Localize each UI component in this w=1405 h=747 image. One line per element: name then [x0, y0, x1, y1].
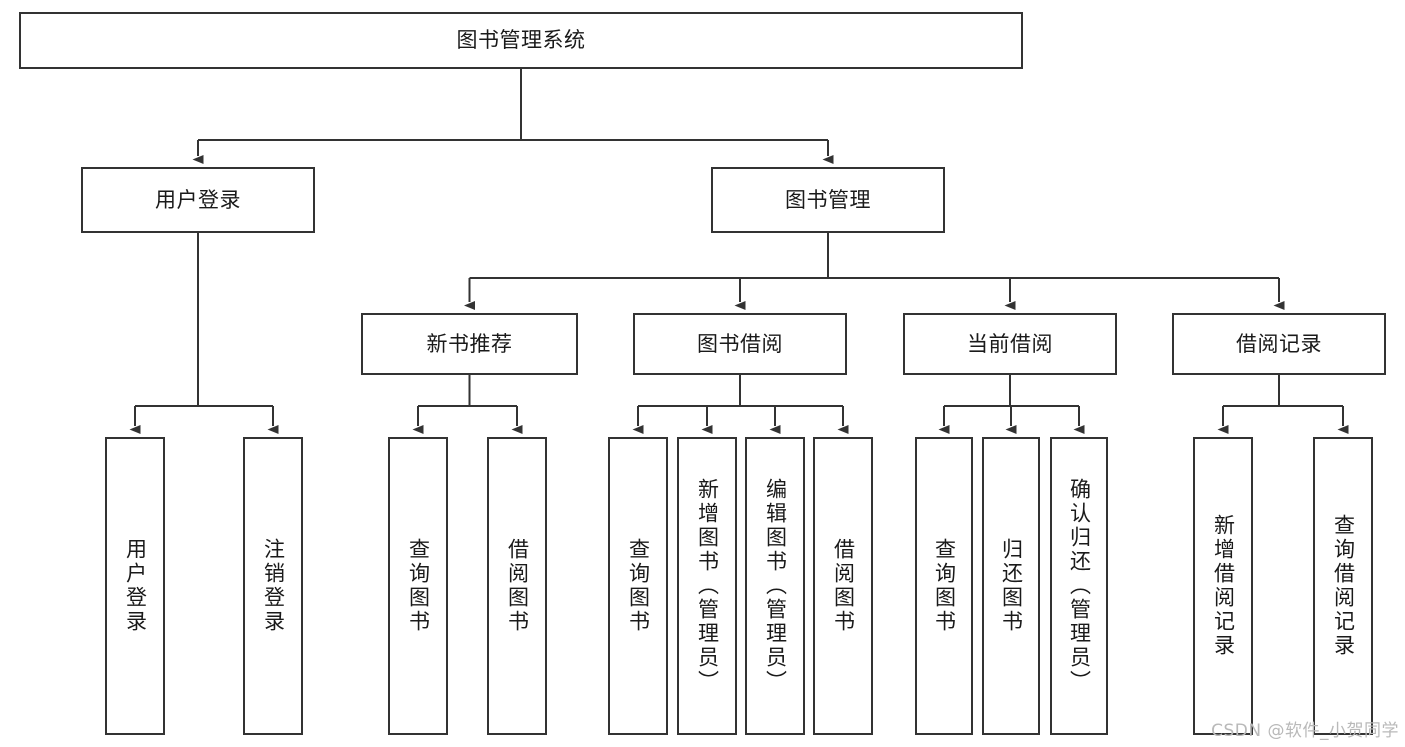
node-user-login-label: 用户登录 [155, 187, 241, 212]
node-book-borrow[interactable]: 图书借阅 [633, 313, 847, 375]
leaf-user-login[interactable]: 用户登录 [105, 437, 165, 735]
leaf-query-book-3[interactable]: 查询图书 [915, 437, 973, 735]
leaf-logout[interactable]: 注销登录 [243, 437, 303, 735]
leaf-return-book[interactable]: 归还图书 [982, 437, 1040, 735]
node-root[interactable]: 图书管理系统 [19, 12, 1023, 69]
node-borrow-record-label: 借阅记录 [1236, 331, 1322, 356]
leaf-query-record[interactable]: 查询借阅记录 [1313, 437, 1373, 735]
leaf-edit-book[interactable]: 编辑图书（管理员） [745, 437, 805, 735]
node-current-borrow-label: 当前借阅 [967, 331, 1053, 356]
leaf-logout-label: 注销登录 [261, 538, 286, 634]
node-borrow-record[interactable]: 借阅记录 [1172, 313, 1386, 375]
edges [129, 69, 1349, 434]
node-book-manage-label: 图书管理 [785, 187, 871, 212]
leaf-query-book-1[interactable]: 查询图书 [388, 437, 448, 735]
node-book-manage[interactable]: 图书管理 [711, 167, 945, 233]
leaf-add-record[interactable]: 新增借阅记录 [1193, 437, 1253, 735]
node-user-login[interactable]: 用户登录 [81, 167, 315, 233]
node-new-book-rec[interactable]: 新书推荐 [361, 313, 578, 375]
csdn-watermark: CSDN @软件_小贺同学 [1211, 721, 1399, 741]
leaf-query-book-1-label: 查询图书 [406, 538, 431, 634]
leaf-borrow-book-1-label: 借阅图书 [505, 538, 530, 634]
node-current-borrow[interactable]: 当前借阅 [903, 313, 1117, 375]
leaf-return-book-label: 归还图书 [999, 538, 1024, 634]
leaf-borrow-book-1[interactable]: 借阅图书 [487, 437, 547, 735]
leaf-edit-book-label: 编辑图书（管理员） [763, 478, 788, 694]
leaf-query-book-2[interactable]: 查询图书 [608, 437, 668, 735]
leaf-confirm-return[interactable]: 确认归还（管理员） [1050, 437, 1108, 735]
leaf-query-book-2-label: 查询图书 [626, 538, 651, 634]
node-new-book-rec-label: 新书推荐 [426, 331, 513, 356]
leaf-borrow-book-2[interactable]: 借阅图书 [813, 437, 873, 735]
leaf-add-book[interactable]: 新增图书（管理员） [677, 437, 737, 735]
leaf-add-record-label: 新增借阅记录 [1211, 514, 1236, 658]
leaf-borrow-book-2-label: 借阅图书 [831, 538, 856, 634]
leaf-user-login-label: 用户登录 [123, 538, 148, 634]
node-book-borrow-label: 图书借阅 [697, 331, 783, 356]
leaf-query-book-3-label: 查询图书 [932, 538, 957, 634]
leaf-confirm-return-label: 确认归还（管理员） [1067, 478, 1092, 694]
leaf-add-book-label: 新增图书（管理员） [695, 478, 720, 694]
node-root-label: 图书管理系统 [456, 28, 586, 53]
leaf-query-record-label: 查询借阅记录 [1331, 514, 1356, 658]
